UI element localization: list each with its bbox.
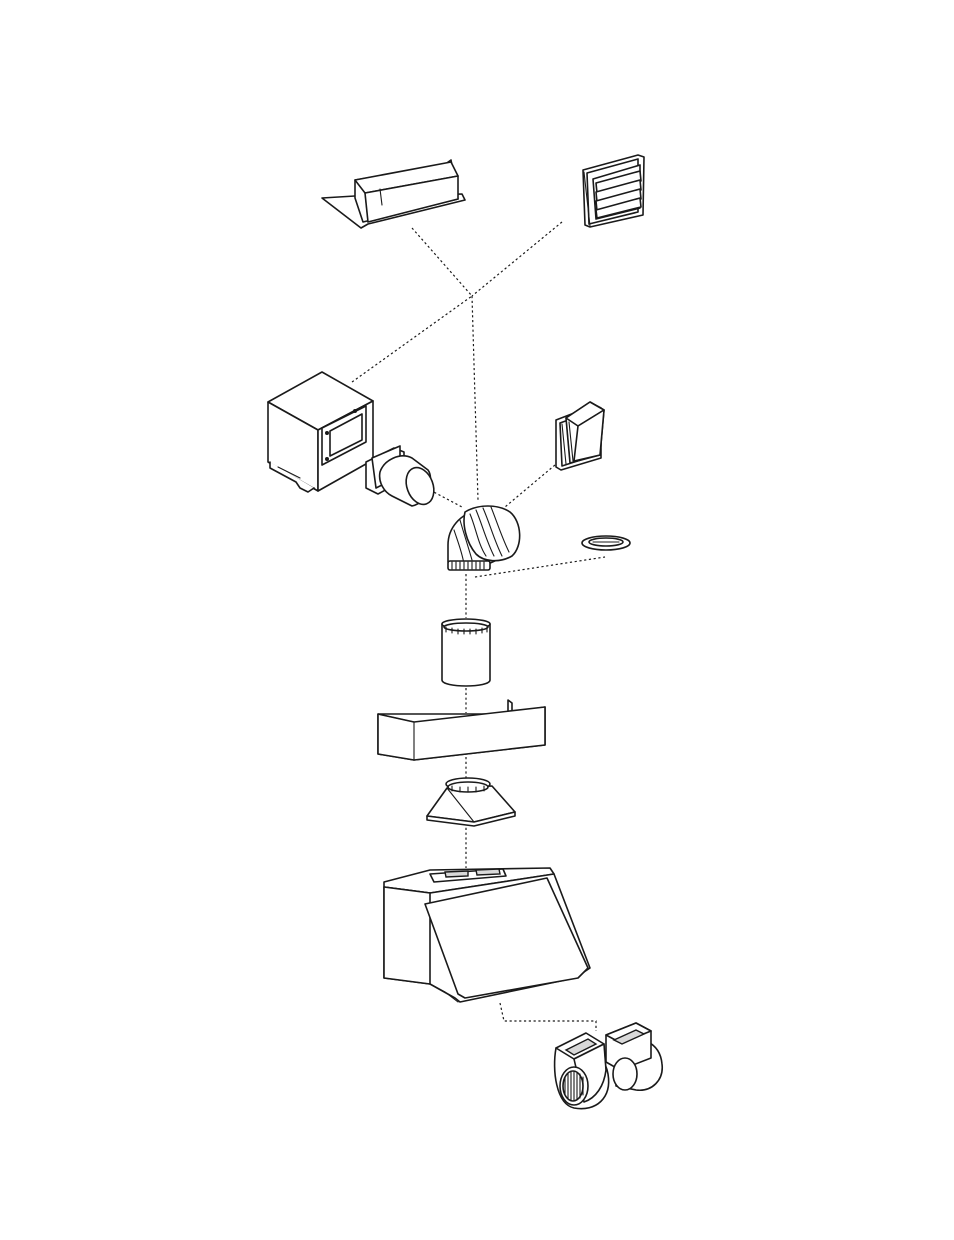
- range-hood-icon: [384, 868, 590, 1002]
- wall-cap-icon: [556, 402, 604, 470]
- leader-inline-blower: [352, 296, 472, 382]
- wall-louver-icon: [583, 155, 644, 227]
- internal-blower-icon: [555, 1023, 663, 1109]
- inline-blower-icon: [268, 372, 373, 492]
- leader-roof-cap: [412, 228, 472, 296]
- transition-piece-icon: [427, 778, 515, 826]
- elbow-duct-icon: [448, 506, 520, 570]
- straight-duct-icon: [442, 619, 490, 686]
- leader-main-vertical: [472, 296, 478, 500]
- duct-cover-icon: [378, 700, 545, 760]
- leader-wall-louver: [472, 222, 562, 296]
- round-adapter-icon: [366, 446, 439, 508]
- damper-ring-icon: [582, 536, 630, 550]
- leader-adapter: [430, 490, 462, 507]
- leader-wall-cap: [505, 465, 555, 507]
- leader-blower: [500, 1003, 596, 1031]
- roof-cap-icon: [322, 160, 465, 228]
